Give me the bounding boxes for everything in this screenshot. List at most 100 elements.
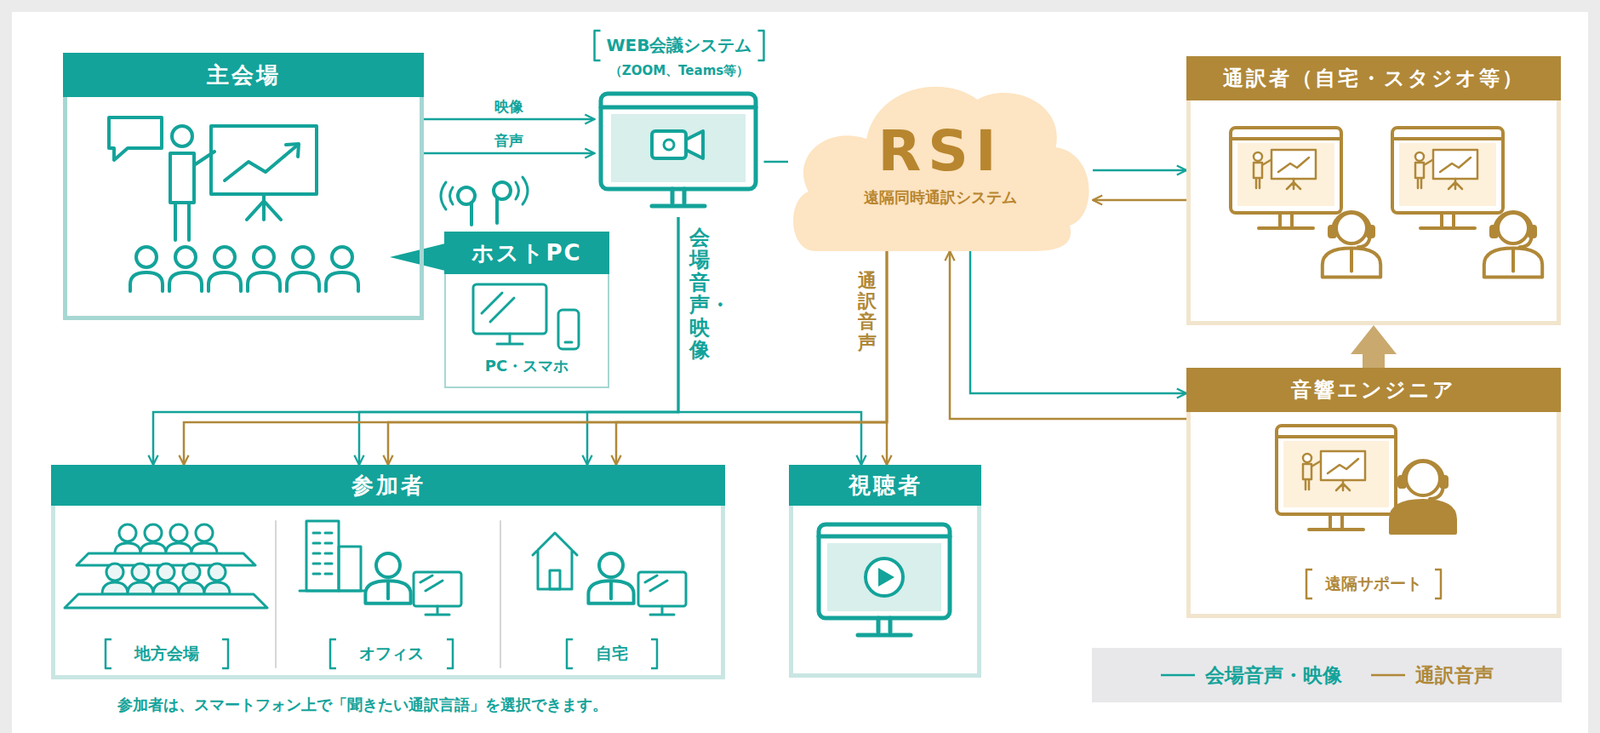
artwork: [64, 30, 1543, 669]
mini-board: [1271, 149, 1316, 179]
monitor-icon: [1276, 425, 1396, 530]
monitor-frame: [1230, 127, 1342, 213]
mini-head: [1253, 152, 1263, 161]
audience-head: [175, 246, 196, 268]
headset: [1402, 460, 1444, 499]
place-separators: [275, 520, 501, 668]
office-monitor: [413, 571, 462, 606]
legend-line: [1371, 672, 1406, 678]
person-shoulders: [588, 580, 634, 604]
web-monitor: [600, 93, 756, 206]
venue-art: [108, 117, 359, 292]
mini-tripod: [1336, 480, 1350, 491]
legend-line: [1160, 672, 1195, 678]
office-windows: [313, 532, 332, 574]
mini-body: [1415, 160, 1433, 189]
monitor-frame: [1392, 127, 1503, 213]
camera-dot: [663, 139, 675, 150]
place-label-wrap: 自宅: [506, 642, 718, 665]
monitor-bar: [1230, 137, 1342, 141]
connector: [1092, 199, 1187, 202]
connector: [183, 251, 887, 465]
mini-presenter: [1302, 451, 1366, 491]
audience-body: [169, 272, 202, 292]
panel-box: 通訳者（自宅・スタジオ等）: [1186, 56, 1561, 326]
headset-ear: [1529, 226, 1536, 237]
mini-chart: [1440, 157, 1471, 172]
host-box: ホストPCPC・スマホ: [444, 231, 610, 389]
participant-place: オフィス: [283, 513, 500, 674]
audience-head: [253, 246, 275, 268]
mini-tripod: [1286, 178, 1301, 189]
panel-header: 主会場: [62, 52, 424, 98]
audience-head: [292, 246, 314, 268]
legend-text: 通訳音声: [1415, 662, 1494, 689]
headset: [1494, 211, 1532, 247]
audience-body: [191, 542, 218, 554]
headset: [1332, 211, 1371, 247]
headset-ear: [1329, 226, 1336, 237]
earbud-stem: [495, 197, 499, 223]
home-monitor: [638, 571, 686, 606]
mini-head: [1415, 152, 1424, 161]
presenter-head: [171, 125, 193, 147]
legend-line-stroke: [1160, 674, 1195, 677]
web-sub-wrap: （ZOOM、Teams等）: [594, 62, 765, 80]
person-icon: [1390, 460, 1456, 533]
audience-head: [170, 524, 188, 542]
ground-line: [299, 589, 368, 593]
panel-box: 主会場: [62, 52, 424, 320]
office-building: [338, 546, 361, 591]
seat-row: [64, 594, 268, 608]
panel-heading: 主会場: [206, 60, 281, 91]
mini-chart: [1278, 157, 1309, 172]
viewer-monitor: [818, 524, 950, 635]
place-label-wrap: オフィス: [283, 642, 500, 665]
monitor-frame: [600, 93, 756, 189]
audience-head: [214, 246, 235, 268]
edge-label: 音声: [494, 131, 524, 151]
host-header: ホストPC: [444, 231, 610, 275]
person-icon: [365, 553, 411, 604]
bracket: [594, 30, 765, 61]
connector: [153, 217, 679, 465]
monitor-bar: [818, 534, 950, 539]
panel-header: 参加者: [51, 464, 726, 506]
person-tie: [1511, 249, 1515, 271]
web-system-examples: （ZOOM、Teams等）: [609, 62, 749, 80]
mini-tripod: [1448, 178, 1463, 189]
person-icon: [1484, 211, 1543, 278]
connector: [970, 251, 1187, 394]
person-head: [376, 553, 400, 578]
host-heading: ホストPC: [471, 238, 582, 269]
bracket: [1306, 569, 1441, 599]
person-tie: [386, 582, 390, 600]
connector: [423, 118, 595, 121]
monitor-screen: [1283, 440, 1389, 508]
audience-body: [247, 272, 280, 292]
person-icon: [1322, 211, 1381, 278]
board-stand: [246, 194, 281, 220]
audience-body: [165, 542, 192, 554]
audience-body: [208, 272, 241, 292]
chart-arrow: [285, 143, 299, 157]
sound-waves: [440, 177, 528, 210]
connector: [1092, 169, 1187, 172]
legend-item: 通訳音声: [1371, 662, 1494, 689]
office-building: [306, 520, 339, 591]
phone-button: [565, 341, 572, 344]
audience-body: [127, 582, 154, 595]
monitor-stand: [1258, 212, 1314, 229]
audience-body: [204, 582, 230, 595]
board-chart: [224, 144, 298, 181]
monitor-bar: [1276, 434, 1396, 439]
edge-label: 会場音声・映像: [689, 226, 710, 361]
audience-head: [119, 524, 137, 542]
audience-head: [131, 563, 149, 581]
system-name: 遠隔同時通訳システム: [788, 187, 1093, 208]
panel-box: 音響エンジニア遠隔サポート: [1186, 367, 1561, 618]
mini-presenter: [1415, 149, 1478, 189]
mini-board: [1320, 451, 1366, 480]
mini-head: [1302, 453, 1312, 463]
